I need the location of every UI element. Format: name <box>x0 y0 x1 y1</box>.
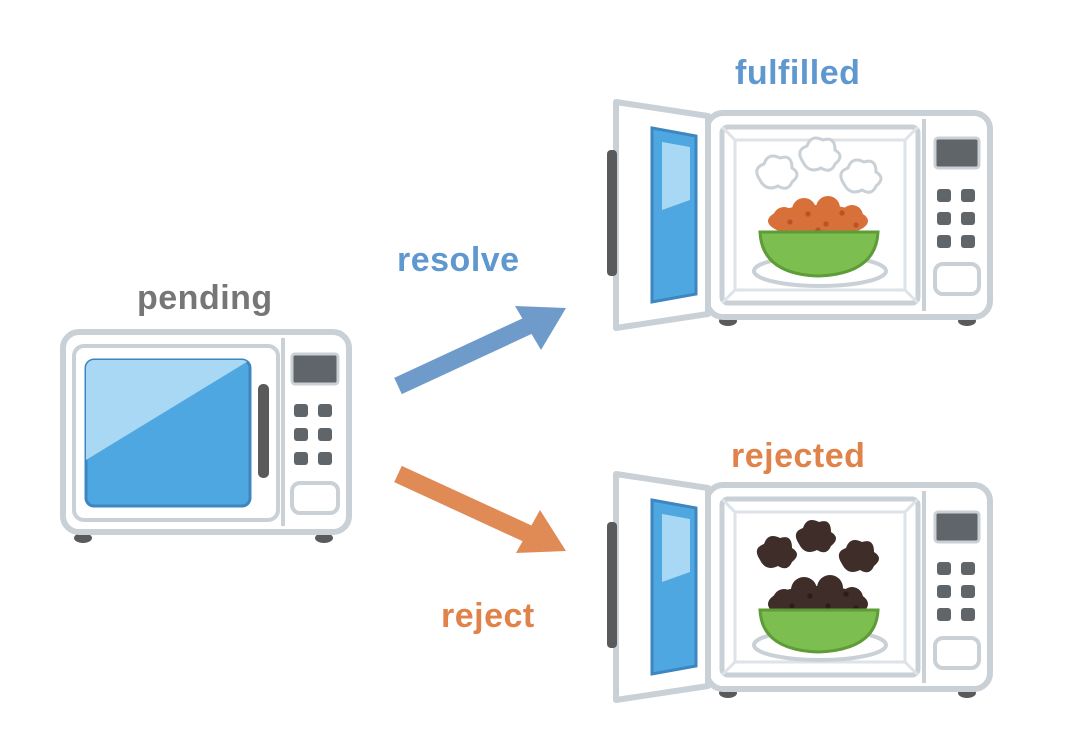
start-button <box>290 481 340 515</box>
bowl <box>758 608 880 654</box>
rejected-label: rejected <box>731 437 866 475</box>
bowl <box>758 230 880 278</box>
reject-label: reject <box>441 597 535 635</box>
fulfilled-label: fulfilled <box>735 54 861 92</box>
cooked-food <box>768 196 868 237</box>
steam <box>755 136 883 194</box>
microwave-open-burnt-food-icon <box>607 471 993 703</box>
arrow-up-right-icon <box>394 306 566 395</box>
smoke <box>756 520 879 573</box>
resolve-label: resolve <box>397 241 520 279</box>
door-handle <box>258 384 269 478</box>
microwave-closed-icon <box>60 329 352 543</box>
control-display <box>290 352 340 386</box>
pending-label: pending <box>137 279 273 317</box>
arrow-down-right-icon <box>394 465 566 553</box>
control-buttons <box>294 404 332 465</box>
microwave-open-cooked-food-icon <box>607 99 993 331</box>
